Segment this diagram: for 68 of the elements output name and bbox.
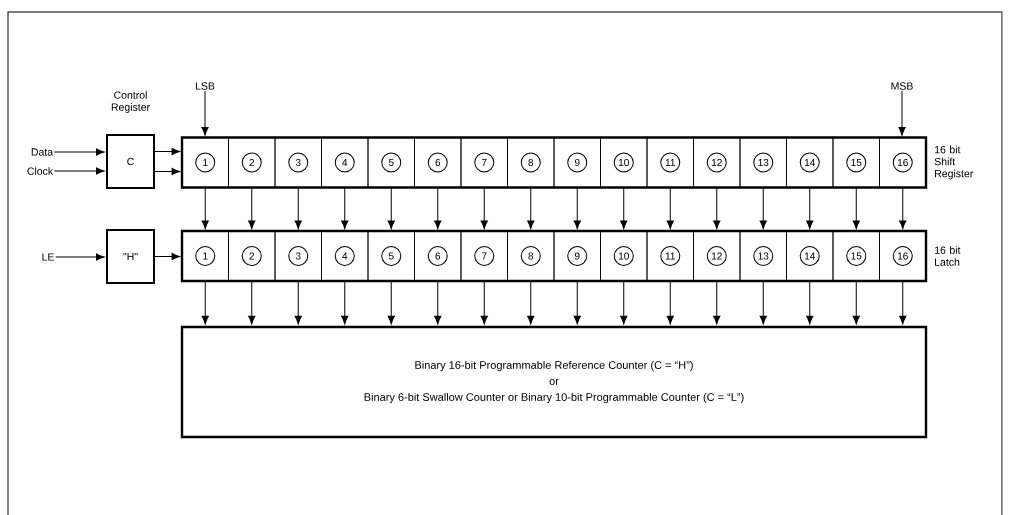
register-box: "H" <box>106 229 155 284</box>
register-cell: 6 <box>414 137 462 188</box>
arrow <box>201 280 209 325</box>
arrow <box>713 187 721 230</box>
arrow <box>899 187 907 230</box>
register-cell: 4 <box>321 137 369 188</box>
arrow <box>759 280 767 325</box>
arrow <box>759 187 767 230</box>
signal-label: LSB <box>195 82 215 90</box>
arrow <box>713 280 721 325</box>
block-label: Control Register <box>111 91 150 113</box>
arrow <box>620 187 628 230</box>
arrow <box>387 187 395 230</box>
arrow <box>201 90 209 136</box>
arrow <box>154 167 181 176</box>
signal-label: MSB <box>891 82 913 90</box>
arrow <box>294 280 302 325</box>
signal-label: LE <box>42 253 54 261</box>
arrow <box>898 90 906 136</box>
arrow <box>341 187 349 230</box>
signal-label: Clock <box>27 167 54 175</box>
register-cell: 3 <box>274 137 322 188</box>
arrow <box>248 280 256 325</box>
arrow <box>899 280 907 325</box>
register-cell: 9 <box>553 137 601 188</box>
register-bar <box>180 136 928 189</box>
arrow <box>341 280 349 325</box>
arrow <box>53 148 105 156</box>
register-cell: 10 <box>600 137 648 188</box>
register-cell: 12 <box>693 137 741 188</box>
signal-label: Data <box>31 148 54 156</box>
counter-box: Binary 16-bit Programmable Reference Counter (C = “H”) or Binary 6-bit Swallow Counter or Binary 10-bit Programmable Counter (C = “L”) <box>180 325 928 439</box>
register-cell: 13 <box>739 137 787 188</box>
arrow <box>573 280 581 325</box>
register-cell: 14 <box>786 137 834 188</box>
arrow <box>480 187 488 230</box>
arrow <box>852 187 860 230</box>
arrow <box>666 187 674 230</box>
arrow <box>55 253 105 261</box>
arrow <box>527 280 535 325</box>
arrow <box>480 280 488 325</box>
register-cell: 2 <box>228 137 276 188</box>
arrow <box>806 280 814 325</box>
arrow <box>620 280 628 325</box>
arrow <box>434 280 442 325</box>
arrow <box>573 187 581 230</box>
arrow <box>434 187 442 230</box>
register-cell: 1 <box>181 137 229 188</box>
arrow <box>666 280 674 325</box>
register-cell: 15 <box>832 137 880 188</box>
register-box: C <box>106 134 155 189</box>
register-cell: 8 <box>507 137 555 188</box>
arrow <box>53 167 105 175</box>
block-label: 16 bit Latch <box>935 246 961 266</box>
register-cell: 16 <box>879 137 927 188</box>
register-cell: 11 <box>646 137 694 188</box>
register-cell: 7 <box>460 137 508 188</box>
block-label: 16 bit Shift Register <box>934 145 974 180</box>
arrow <box>154 147 181 156</box>
arrow <box>154 252 181 261</box>
arrow <box>387 280 395 325</box>
register-cell: 5 <box>367 137 415 188</box>
arrow <box>852 280 860 325</box>
arrow <box>294 187 302 230</box>
arrow <box>201 187 209 230</box>
arrow <box>248 187 256 230</box>
arrow <box>527 187 535 230</box>
arrow <box>806 187 814 230</box>
